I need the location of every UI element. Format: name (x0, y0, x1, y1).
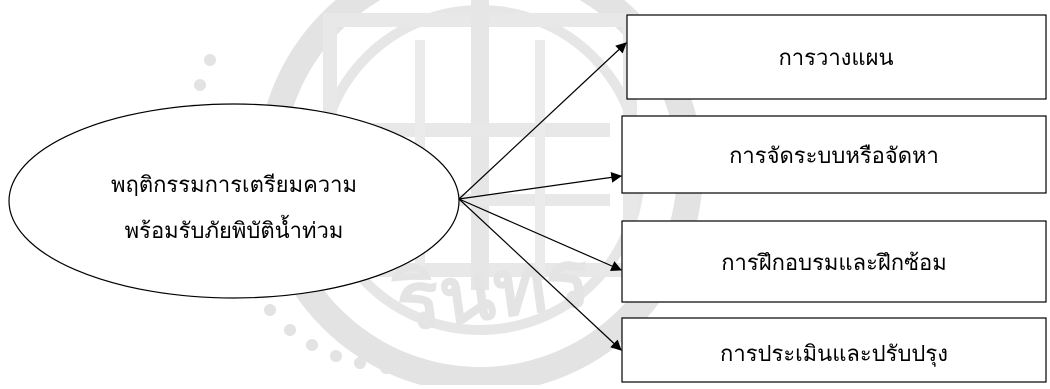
box-organizing (621, 115, 1047, 194)
box-planning-label: การวางแผน (778, 46, 893, 71)
box-training-label: การฝึกอบรมและฝึกซ้อม (721, 251, 947, 276)
arrow-to-organizing (458, 172, 623, 200)
center-label-line-1: พฤติกรรมการเตรียมความ (111, 173, 357, 198)
arrow-to-training (458, 198, 622, 272)
box-evaluation (621, 317, 1047, 383)
box-evaluation-label: การประเมินและปรับปรุง (720, 342, 948, 367)
arrow-to-planning (458, 42, 627, 200)
box-planning (626, 14, 1047, 100)
box-training (621, 220, 1047, 303)
arrow-to-evaluation (458, 198, 622, 351)
center-concept-ellipse (8, 103, 460, 299)
center-label-line-2: พร้อมรับภัยพิบัติน้ำท่วม (125, 215, 344, 244)
box-organizing-label: การจัดระบบหรือจัดหา (729, 144, 939, 169)
